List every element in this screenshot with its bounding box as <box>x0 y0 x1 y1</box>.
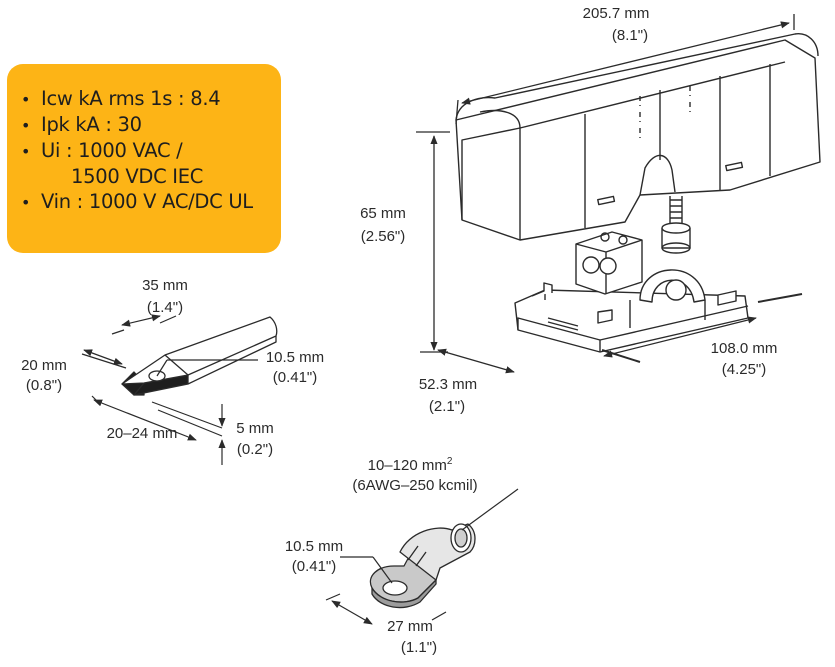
busbar-thickness-in: (0.2") <box>237 441 273 458</box>
product-height-mm: 65 mm <box>360 205 406 222</box>
busbar-hole-in: (0.41") <box>273 369 318 386</box>
spec-ipk: •Ipk kA : 30 <box>21 113 142 136</box>
product-length-mm: 205.7 mm <box>583 5 650 22</box>
lug-hole-in: (0.41") <box>292 558 337 575</box>
product-width-mm: 52.3 mm <box>419 376 477 393</box>
cable-lug-dimensions <box>325 488 519 625</box>
specifications-box: •Icw kA rms 1s : 8.4 •Ipk kA : 30 •Ui : … <box>7 64 281 253</box>
base-dimension-line <box>603 316 757 358</box>
width-dimension-line <box>437 348 515 374</box>
product-base-mm: 108.0 mm <box>711 340 778 357</box>
product-length-in: (8.1") <box>612 27 648 44</box>
busbar-length-in: (1.4") <box>147 299 183 316</box>
busbar-illustration <box>121 316 278 396</box>
cable-lug-illustration <box>369 523 476 609</box>
lug-hole-mm: 10.5 mm <box>285 538 343 555</box>
busbar-width-in: (0.8") <box>26 377 62 394</box>
lug-range-awg: (6AWG–250 kcmil) <box>352 477 477 494</box>
product-base-in: (4.25") <box>722 361 767 378</box>
busbar-thickness-mm: 5 mm <box>236 420 274 437</box>
spec-icw: •Icw kA rms 1s : 8.4 <box>21 87 221 110</box>
busbar-width-mm: 20 mm <box>21 357 67 374</box>
length-dimension-line <box>461 21 790 105</box>
busbar-range: 20–24 mm <box>107 425 178 442</box>
product-illustration <box>455 33 821 353</box>
product-height-in: (2.56") <box>361 228 406 245</box>
spec-ui-dc: 1500 VDC IEC <box>71 165 204 188</box>
lug-range-mm: 10–120 mm2 <box>368 456 453 474</box>
busbar-hole-mm: 10.5 mm <box>266 349 324 366</box>
spec-vin: •Vin : 1000 V AC/DC UL <box>21 190 253 213</box>
product-width-in: (2.1") <box>429 398 465 415</box>
product-dimensions <box>416 14 803 374</box>
lug-width-mm: 27 mm <box>387 618 433 635</box>
spec-ui: •Ui : 1000 VAC / <box>21 139 183 162</box>
busbar-dimensions <box>81 314 258 465</box>
busbar-length-mm: 35 mm <box>142 277 188 294</box>
lug-width-in: (1.1") <box>401 639 437 656</box>
